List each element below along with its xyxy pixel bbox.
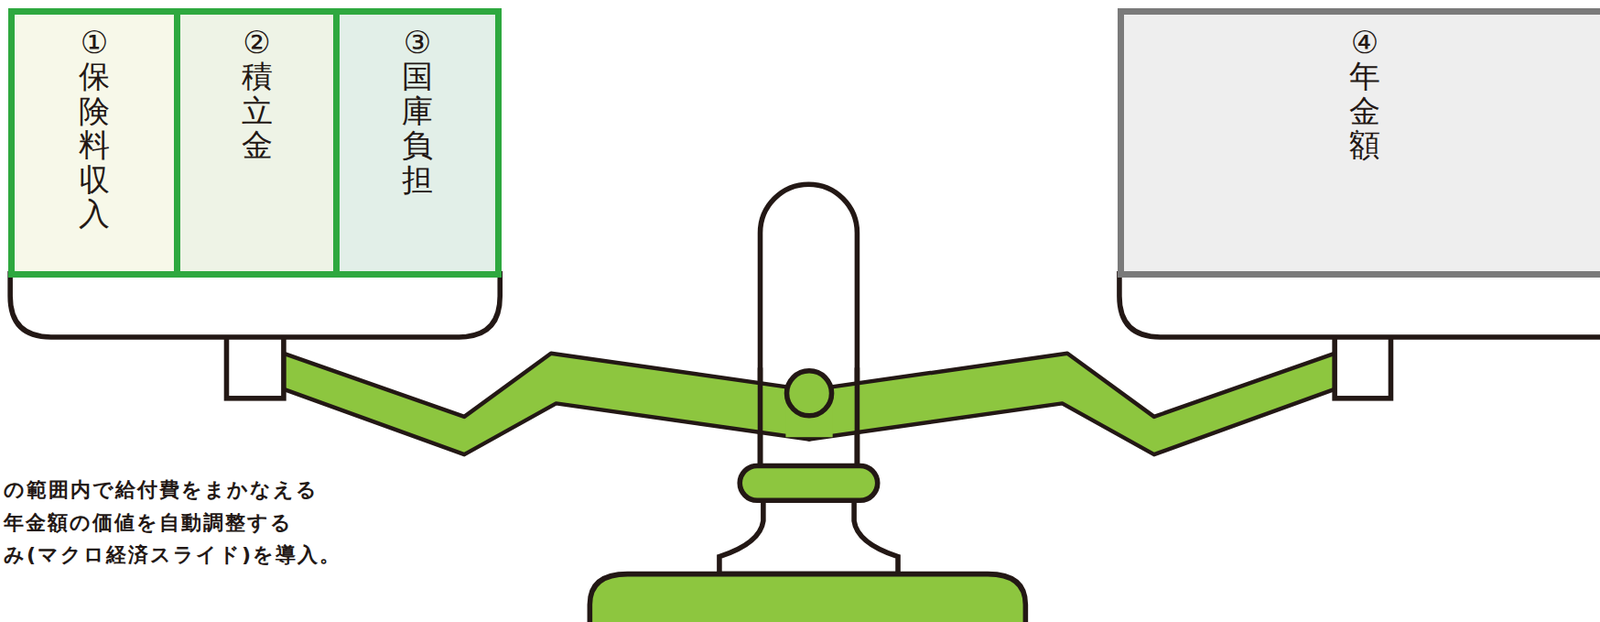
pan-stem (1334, 331, 1391, 398)
scale-pan (1119, 273, 1600, 337)
revenue-box: ③国庫負担 (333, 8, 502, 278)
scale-beam (809, 352, 1338, 455)
scale-pan (10, 273, 500, 337)
revenue-box: ①保険料収入 (8, 8, 181, 278)
pivot-circle (787, 370, 833, 416)
revenue-box: ②積立金 (173, 8, 340, 278)
box-label: ③国庫負担 (401, 25, 433, 197)
note-text: み(マクロ経済スライド)を導入。 (3, 540, 342, 569)
box-label: ④年金額 (1349, 25, 1381, 163)
scale-neck (719, 497, 898, 574)
scale-beam (281, 352, 810, 455)
box-label: ①保険料収入 (78, 25, 110, 231)
note-text: 年金額の価値を自動調整する (3, 508, 293, 537)
note-text: の範囲内で給付費をまかなえる (3, 475, 319, 504)
scale-collar (739, 464, 877, 500)
scale-base (589, 573, 1026, 622)
pension-box: ④年金額 (1117, 8, 1600, 278)
pan-stem (226, 331, 283, 398)
box-label: ②積立金 (241, 25, 273, 163)
